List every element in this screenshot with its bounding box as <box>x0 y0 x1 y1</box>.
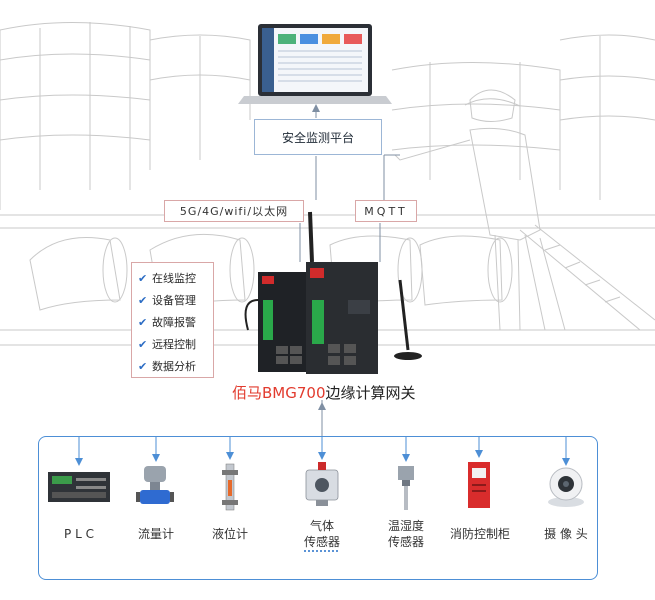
gas-sensor-icon <box>305 462 339 506</box>
temp-humidity-sensor-icon <box>398 466 414 510</box>
device-label-gas-sensor: 气体 传感器 <box>296 518 348 550</box>
gas-sensor-line2: 传感器 <box>303 535 340 549</box>
safety-monitoring-platform-box: 安全监测平台 <box>254 119 382 155</box>
background-sketch <box>0 22 655 346</box>
flowmeter-icon <box>136 466 174 504</box>
network-label-mqtt: MQTT <box>355 200 417 222</box>
plc-icon <box>48 472 110 502</box>
device-label-fire-cabinet: 消防控制柜 <box>449 527 510 541</box>
feature-item: ✔ 故障报警 <box>138 311 213 333</box>
device-label-temp-sensor: 温湿度 传感器 <box>378 518 434 550</box>
feature-label: 数据分析 <box>152 360 196 373</box>
temp-sensor-line2: 传感器 <box>387 535 424 549</box>
gateway-device-icon <box>244 211 422 374</box>
laptop-icon <box>238 24 392 104</box>
level-gauge-icon <box>222 463 238 511</box>
feature-label: 设备管理 <box>152 294 196 307</box>
feature-label: 故障报警 <box>152 316 196 329</box>
temp-sensor-line1: 温湿度 <box>387 519 424 533</box>
device-label-plc: P L C <box>64 527 94 541</box>
platform-label: 安全监测平台 <box>281 130 354 145</box>
camera-icon <box>548 467 584 507</box>
feature-label: 在线监控 <box>152 272 196 285</box>
feature-item: ✔ 在线监控 <box>138 267 213 289</box>
network-mqtt-text: MQTT <box>364 204 408 218</box>
device-label-flowmeter: 流量计 <box>137 527 174 541</box>
check-icon: ✔ <box>138 337 148 351</box>
network-5g-text: 5G/4G/wifi/以太网 <box>179 205 289 218</box>
feature-item: ✔ 设备管理 <box>138 289 213 311</box>
check-icon: ✔ <box>138 315 148 329</box>
device-label-camera: 摄 像 头 <box>544 527 588 541</box>
feature-list: ✔ 在线监控 ✔ 设备管理 ✔ 故障报警 ✔ 远程控制 ✔ 数据分析 <box>131 262 214 378</box>
gateway-brand: 佰马BMG700 <box>232 384 326 402</box>
field-devices-frame <box>38 436 598 580</box>
gateway-title: 佰马BMG700边缘计算网关 <box>232 382 462 403</box>
feature-item: ✔ 远程控制 <box>138 333 213 355</box>
feature-item: ✔ 数据分析 <box>138 355 213 377</box>
fire-control-cabinet-icon <box>468 462 490 508</box>
gateway-suffix: 边缘计算网关 <box>325 384 416 402</box>
check-icon: ✔ <box>138 271 148 285</box>
network-label-5g: 5G/4G/wifi/以太网 <box>164 200 304 222</box>
feature-label: 远程控制 <box>152 338 196 351</box>
device-label-level-gauge: 液位计 <box>211 527 248 541</box>
gas-sensor-line1: 气体 <box>309 519 334 533</box>
check-icon: ✔ <box>138 359 148 373</box>
more-indicator-dots <box>304 550 338 554</box>
check-icon: ✔ <box>138 293 148 307</box>
